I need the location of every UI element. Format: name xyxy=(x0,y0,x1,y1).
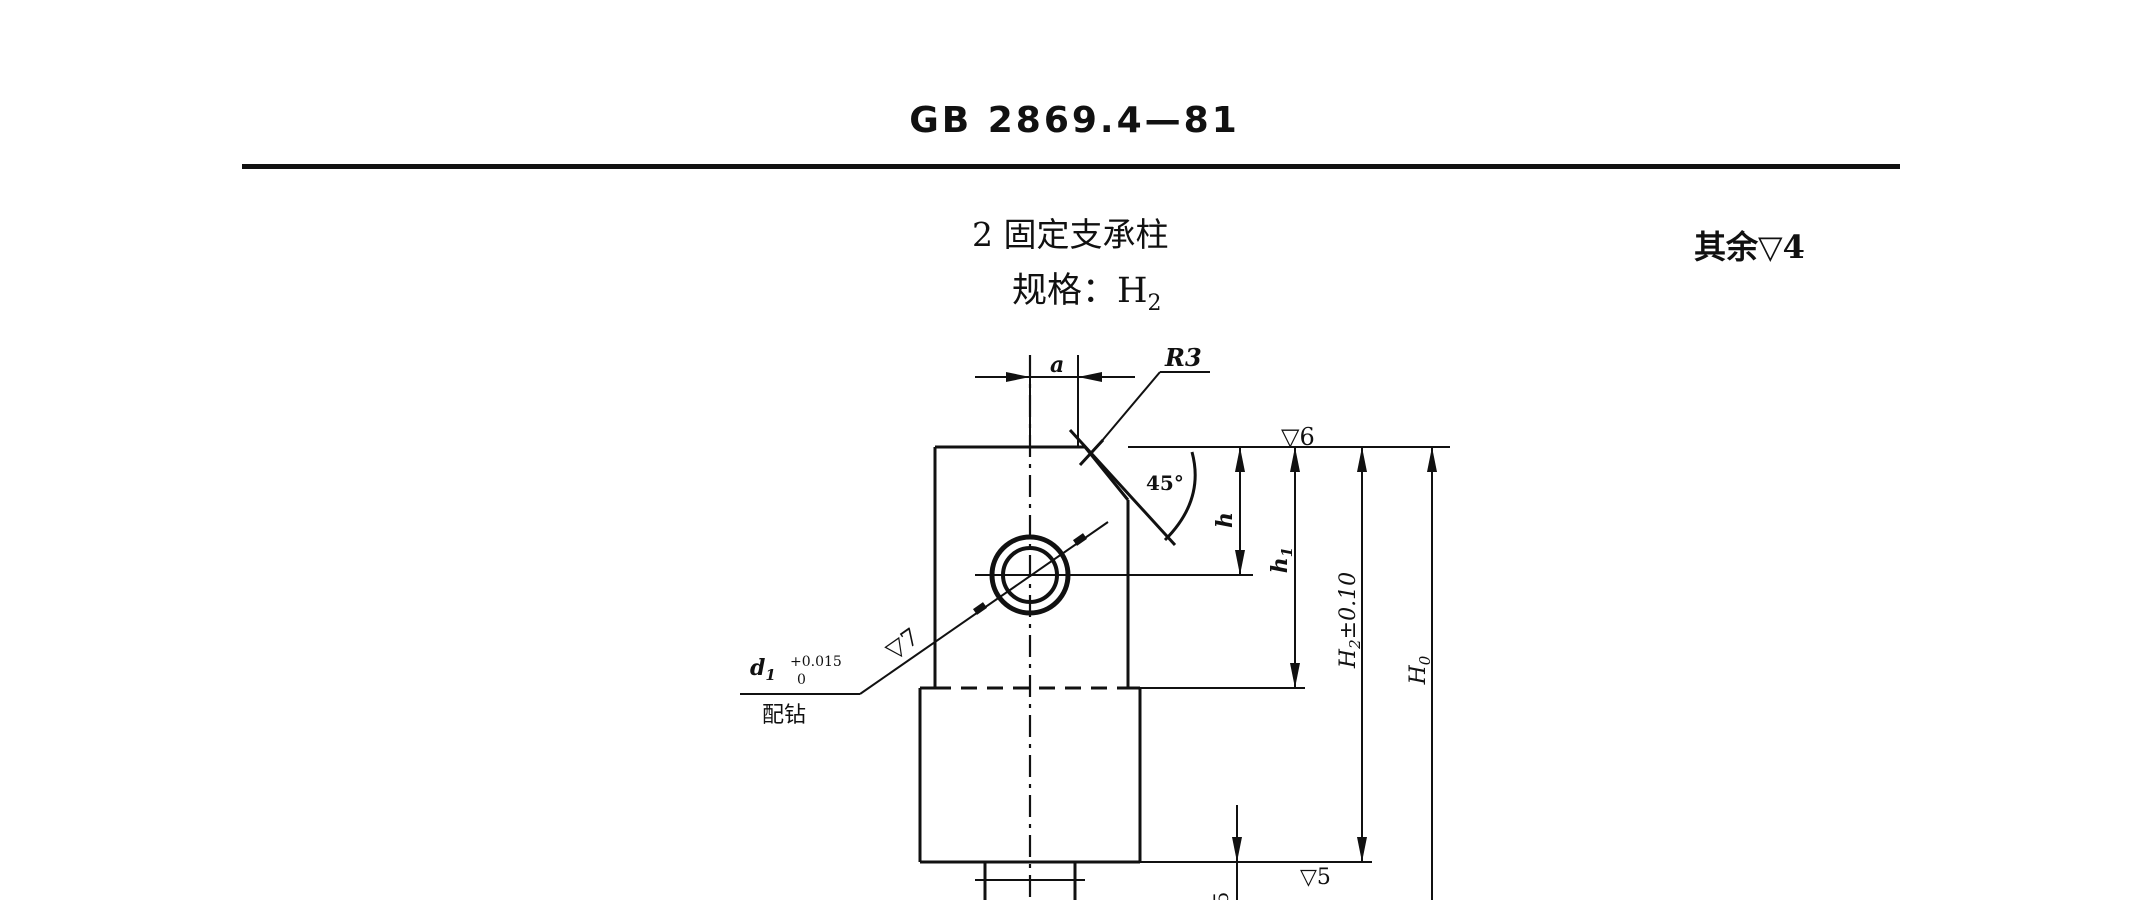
dim-H0-sub: 0 xyxy=(1416,655,1434,665)
dim-a-arrow-left xyxy=(1006,372,1030,382)
dim-H0-label: H xyxy=(1406,664,1431,685)
leader-arrow-1 xyxy=(972,602,988,615)
finish-bottom-label: ▽5 xyxy=(1300,865,1331,890)
dim-H0-label-group: H0 xyxy=(1406,655,1434,685)
header-rule xyxy=(242,164,1900,169)
leader-arrow-2 xyxy=(1072,533,1088,546)
dim-H0-arrow-top xyxy=(1427,447,1437,472)
hole-tol-lower: 0 xyxy=(797,672,806,688)
dim-small-arrow xyxy=(1232,837,1242,862)
dim-small-label: 5 xyxy=(1209,892,1233,900)
rest-label: 其余 xyxy=(1694,228,1759,266)
hole-tol-upper: +0.015 xyxy=(790,654,842,670)
standard-code: GB 2869.4—81 xyxy=(909,100,1240,141)
dim-H2-label-group: H2±0.10 xyxy=(1336,572,1364,669)
spec-symbol: H xyxy=(1117,271,1148,311)
svg-text:H2±0.10: H2±0.10 xyxy=(1336,572,1364,669)
finish-hole-label: ▽7 xyxy=(880,623,924,665)
spec-line: 规格：H2 xyxy=(1012,262,1162,316)
angle-label: 45° xyxy=(1146,471,1184,495)
dim-H2-label: H xyxy=(1336,648,1361,669)
dim-a-arrow-right xyxy=(1078,372,1102,382)
radius-label: R3 xyxy=(1164,343,1202,372)
spec-subscript: 2 xyxy=(1147,291,1162,316)
finish-hole-group: ▽7 xyxy=(880,623,924,665)
dim-h1-label-group: h1 xyxy=(1267,547,1296,573)
dim-small-group: 5 xyxy=(1209,892,1233,900)
chamfer-face xyxy=(1083,446,1130,501)
dim-h1-arrow-bottom xyxy=(1290,663,1300,688)
rest-value: 4 xyxy=(1782,228,1805,266)
svg-text:H0: H0 xyxy=(1406,655,1434,685)
radius-leader xyxy=(1089,371,1161,456)
spec-label: 规格： xyxy=(1012,271,1118,311)
finish-triangle-icon: ▽ xyxy=(1758,228,1783,266)
dim-H2-arrow-bottom xyxy=(1357,837,1367,862)
dim-h1-label: h xyxy=(1267,557,1293,573)
hole-label-sub: 1 xyxy=(765,666,775,684)
angle-arc xyxy=(1163,451,1197,542)
dim-h1-sub: 1 xyxy=(1278,547,1296,557)
hole-note: 配钻 xyxy=(762,703,806,728)
hole-label-group: d1 xyxy=(750,655,776,684)
dim-h-label-group: h xyxy=(1212,512,1238,528)
dim-a-label: a xyxy=(1050,352,1064,378)
dim-H2-arrow-top xyxy=(1357,447,1367,472)
section-title: 2 固定支承柱 xyxy=(972,215,1169,254)
finish-top-label: ▽6 xyxy=(1281,423,1315,451)
dim-h-arrow-bottom xyxy=(1235,550,1245,575)
dim-h-arrow-top xyxy=(1235,447,1245,472)
dim-H2-tol: ±0.10 xyxy=(1336,572,1361,639)
svg-text:h1: h1 xyxy=(1267,547,1296,573)
dim-H2-sub: 2 xyxy=(1346,639,1364,650)
dim-h-label: h xyxy=(1212,512,1238,528)
dim-h1-arrow-top xyxy=(1290,447,1300,472)
hole-label: d xyxy=(750,655,765,681)
rest-surface-finish: 其余▽4 xyxy=(1694,222,1805,268)
